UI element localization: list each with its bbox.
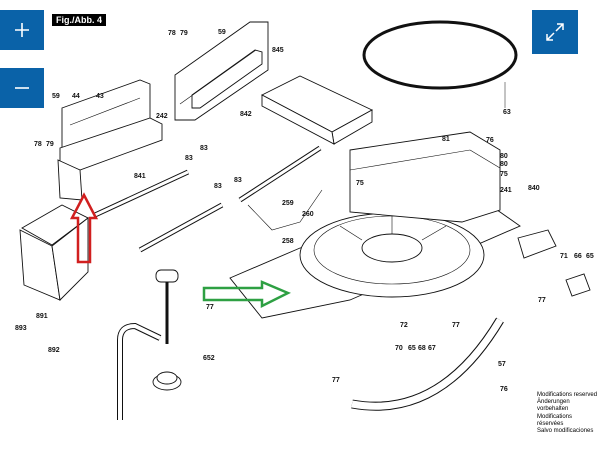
callout: 63	[503, 109, 511, 116]
zoom-in-button[interactable]	[0, 10, 44, 50]
callout: 83	[200, 145, 208, 152]
zoom-out-button[interactable]	[0, 68, 44, 108]
callout: 893	[15, 325, 27, 332]
callout: 78	[168, 30, 176, 37]
callout: 79	[180, 30, 188, 37]
callout: 78	[34, 141, 42, 148]
callout: 68	[418, 345, 426, 352]
expand-icon	[546, 23, 564, 41]
callout: 77	[452, 322, 460, 329]
note-line: Änderungen vorbehalten	[537, 399, 570, 413]
callout: 72	[400, 322, 408, 329]
callout: 66	[574, 253, 582, 260]
callout: 83	[214, 183, 222, 190]
note-line: Modifications reserved	[537, 392, 598, 398]
callout: 43	[96, 93, 104, 100]
callout: 841	[134, 173, 146, 180]
callout: 259	[282, 200, 294, 207]
callout: 65	[586, 253, 594, 260]
blade-ring-inner	[366, 24, 514, 86]
callout: 70	[395, 345, 403, 352]
callout: 65	[408, 345, 416, 352]
callout: 80	[500, 161, 508, 168]
callout: 57	[498, 361, 506, 368]
callout: 76	[486, 137, 494, 144]
callout: 241	[500, 187, 512, 194]
callout: 75	[500, 171, 508, 178]
red-arrow	[69, 192, 99, 264]
callout: 77	[538, 297, 546, 304]
callout: 892	[48, 347, 60, 354]
blade-ring	[362, 20, 518, 90]
callout: 258	[282, 238, 294, 245]
callout: 76	[500, 386, 508, 393]
callout-labels: 78 79 59 845 59 44 43 242 78 79 842 63 8…	[15, 29, 594, 393]
note-line: Salvo modificaciones	[537, 428, 594, 435]
callout: 80	[500, 153, 508, 160]
green-arrow	[202, 280, 291, 309]
callout: 83	[185, 155, 193, 162]
figure-tag: Fig./Abb. 4	[52, 14, 106, 26]
callout: 71	[560, 253, 568, 260]
block-66	[565, 273, 591, 297]
callout: 260	[302, 211, 314, 218]
fullscreen-button[interactable]	[532, 10, 578, 54]
fence-845	[174, 21, 269, 121]
callout: 59	[218, 29, 226, 36]
modifications-note: Modifications reserved Änderungen vorbeh…	[537, 392, 600, 435]
callout: 79	[46, 141, 54, 148]
note-line: Modifications réservées	[537, 413, 573, 427]
callout: 242	[156, 113, 168, 120]
bracket-258	[247, 189, 323, 231]
callout: 44	[72, 93, 80, 100]
callout: 840	[528, 185, 540, 192]
bracket-71	[517, 229, 557, 259]
callout: 83	[234, 177, 242, 184]
callout: 842	[240, 111, 252, 118]
plus-icon	[15, 23, 29, 37]
handle-652	[117, 322, 162, 420]
callout: 77	[332, 377, 340, 384]
callout: 59	[52, 93, 60, 100]
callout: 891	[36, 313, 48, 320]
housing-840	[349, 131, 501, 223]
callout: 81	[442, 136, 450, 143]
knob-652	[155, 269, 179, 283]
callout: 75	[356, 180, 364, 187]
callout: 652	[203, 355, 215, 362]
callout: 77	[206, 304, 214, 311]
callout: 67	[428, 345, 436, 352]
minus-icon	[15, 87, 29, 89]
callout: 845	[272, 47, 284, 54]
